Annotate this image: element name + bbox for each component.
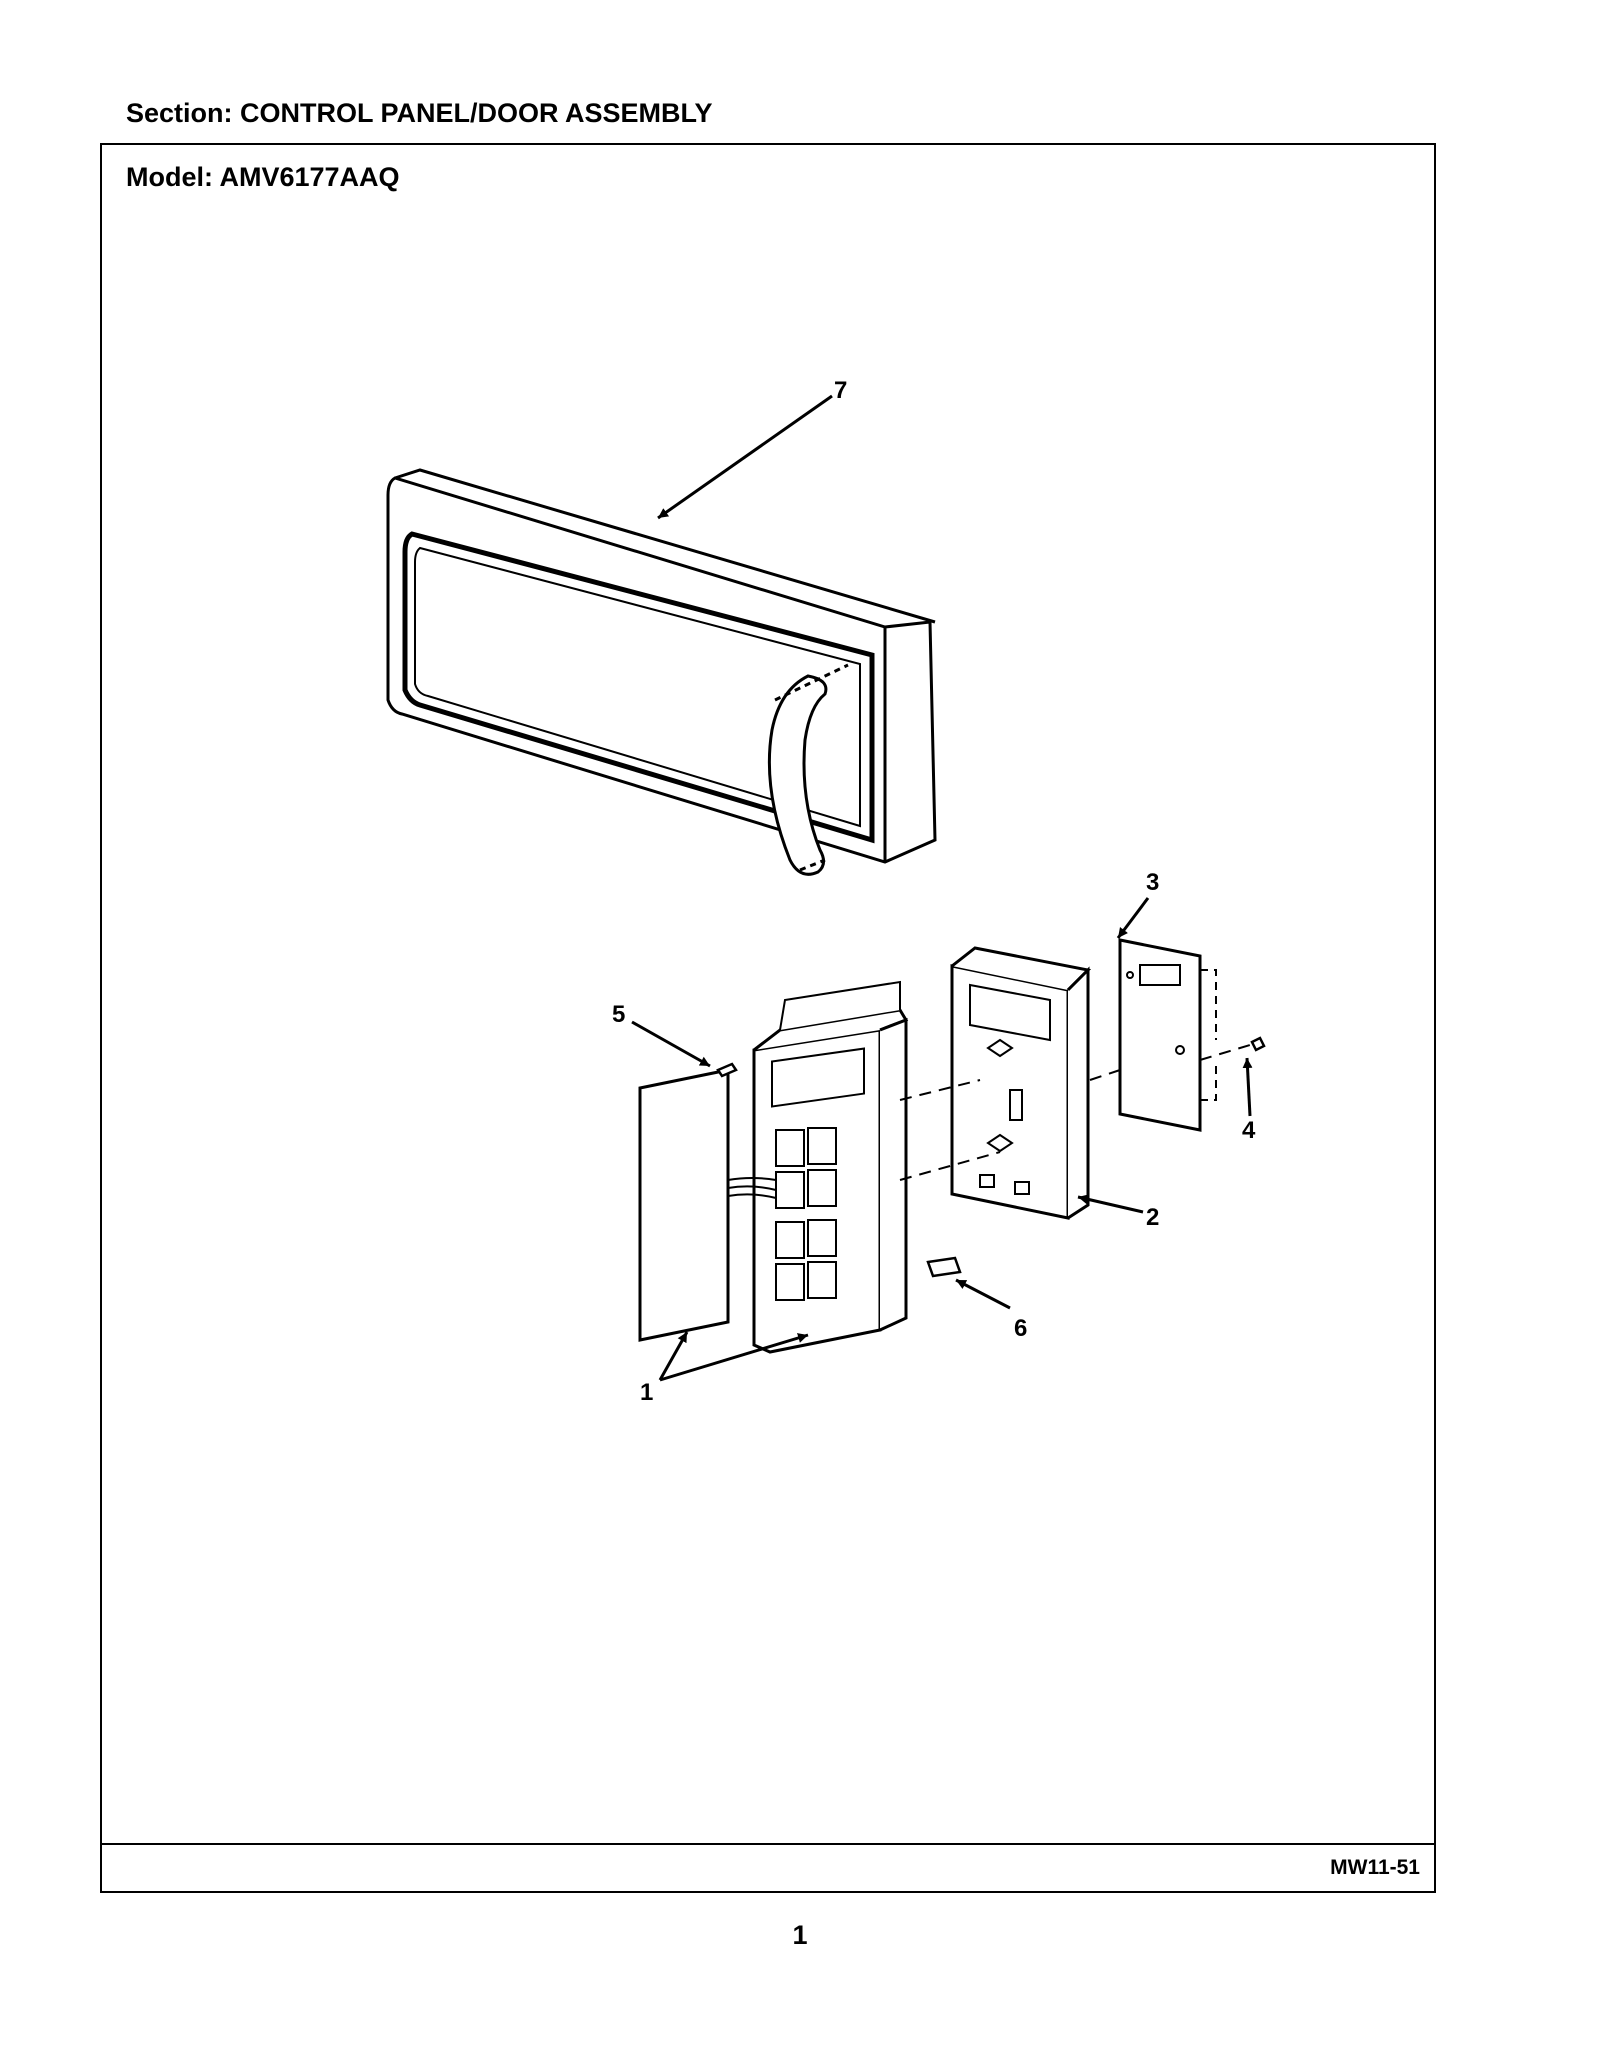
section-title: Section: CONTROL PANEL/DOOR ASSEMBLY <box>126 98 713 128</box>
callout-arrows <box>631 394 1253 1382</box>
callout-5: 5 <box>612 1001 625 1028</box>
callout-2: 2 <box>1146 1204 1159 1231</box>
callout-3: 3 <box>1146 869 1159 896</box>
callout-6: 6 <box>1014 1315 1027 1342</box>
callout-1: 1 <box>640 1379 653 1406</box>
model-label: Model: AMV6177AAQ <box>126 162 400 192</box>
callout-4: 4 <box>1242 1117 1256 1144</box>
diagram-frame <box>100 143 1436 1893</box>
screw-part-5 <box>716 1062 738 1078</box>
door-frame-part-7 <box>386 468 937 864</box>
door-handle-icon <box>767 663 849 876</box>
footer-divider <box>100 1843 1436 1845</box>
document-code: MW11-51 <box>1330 1856 1420 1879</box>
control-panel-part-1 <box>638 980 909 1354</box>
callout-7: 7 <box>834 377 847 404</box>
assembly-lines <box>899 1044 1251 1181</box>
page-number: 1 <box>792 1920 808 1950</box>
screw-part-4 <box>1250 1036 1266 1052</box>
switch-part-6 <box>926 1256 962 1278</box>
bracket-part-2 <box>950 946 1092 1220</box>
circuit-board-part-3 <box>1118 938 1217 1132</box>
